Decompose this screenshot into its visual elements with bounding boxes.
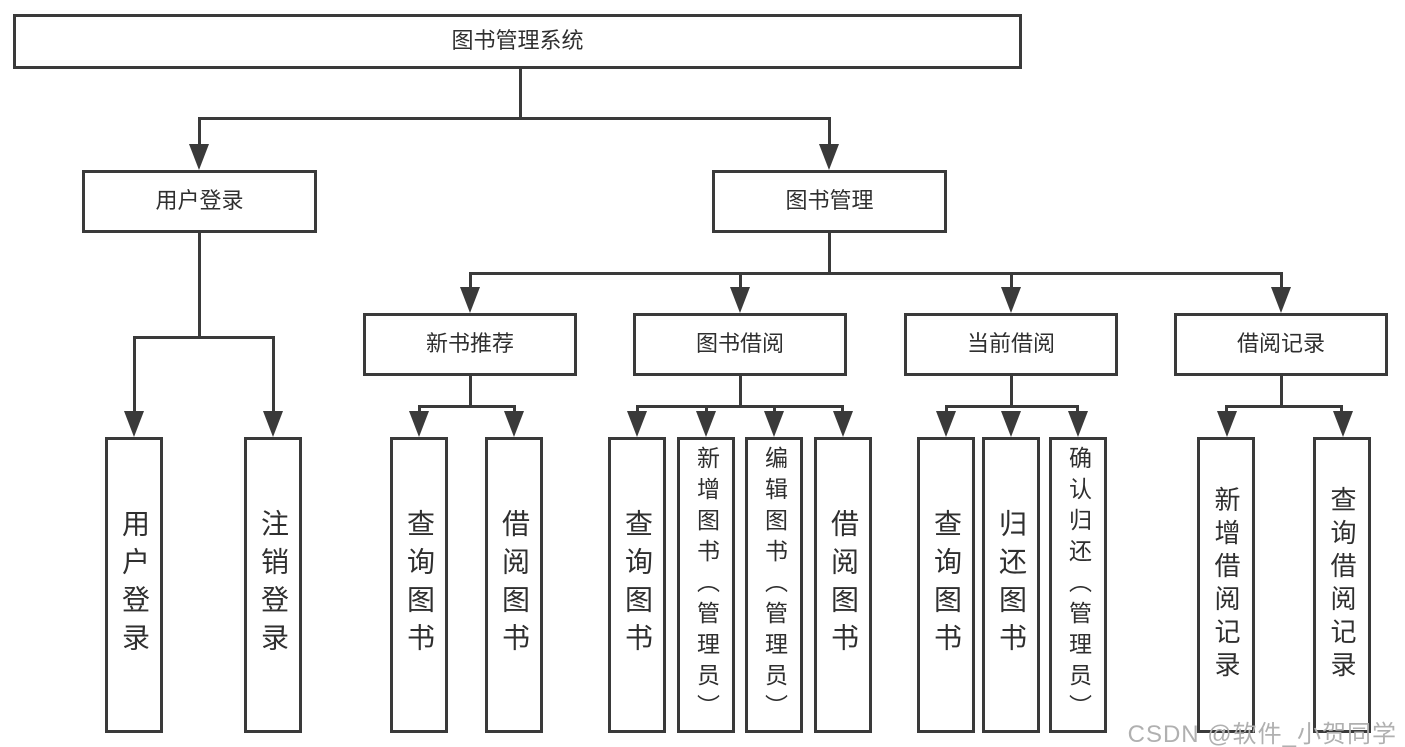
connector-line	[1280, 376, 1283, 408]
leaf-query-borrow-record: 查询借阅记录	[1313, 437, 1371, 733]
leaf-borrow-book-recommend: 借阅图书	[485, 437, 543, 733]
connector-line	[705, 405, 708, 415]
leaf-add-book-admin: 新增图书（管理员）	[677, 437, 735, 733]
connector-line	[418, 405, 515, 408]
leaf-logout: 注销登录	[244, 437, 302, 733]
csdn-watermark: CSDN @软件_小贺同学	[1127, 721, 1397, 747]
arrow-down-icon	[409, 411, 429, 437]
leaf-confirm-return-admin: 确认归还（管理员）	[1049, 437, 1107, 733]
node-current-borrow-label: 当前借阅	[966, 331, 1055, 357]
arrow-down-icon	[263, 411, 283, 437]
arrow-down-icon	[1001, 411, 1021, 437]
connector-line	[469, 272, 1283, 275]
node-user-login-label: 用户登录	[155, 188, 244, 214]
arrow-down-icon	[764, 411, 784, 437]
connector-line	[469, 376, 472, 408]
arrow-down-icon	[460, 287, 480, 313]
leaf-edit-book-admin: 编辑图书（管理员）	[745, 437, 803, 733]
connector-line	[739, 376, 742, 408]
arrow-down-icon	[1333, 411, 1353, 437]
connector-line	[636, 405, 844, 408]
node-book-borrow-label: 图书借阅	[695, 331, 784, 357]
node-new-book-recommend-label: 新书推荐	[425, 331, 514, 357]
connector-line	[469, 272, 472, 290]
connector-line	[519, 68, 522, 120]
node-borrow-records-label: 借阅记录	[1236, 331, 1325, 357]
connector-line	[636, 405, 639, 415]
node-book-borrow: 图书借阅	[633, 313, 847, 376]
arrow-down-icon	[819, 144, 839, 170]
connector-line	[841, 405, 844, 415]
arrow-down-icon	[936, 411, 956, 437]
connector-line	[198, 233, 201, 339]
node-book-management: 图书管理	[712, 170, 947, 233]
node-book-management-label: 图书管理	[785, 188, 874, 214]
leaf-query-book-current: 查询图书	[917, 437, 975, 733]
connector-line	[198, 117, 831, 120]
arrow-down-icon	[1068, 411, 1088, 437]
arrow-down-icon	[124, 411, 144, 437]
arrow-down-icon	[1217, 411, 1237, 437]
connector-line	[1010, 376, 1013, 408]
connector-line	[945, 405, 1079, 408]
node-borrow-records: 借阅记录	[1174, 313, 1388, 376]
node-new-book-recommend: 新书推荐	[363, 313, 577, 376]
connector-line	[133, 336, 136, 414]
connector-line	[418, 405, 421, 415]
connector-line	[133, 336, 275, 339]
leaf-return-book: 归还图书	[982, 437, 1040, 733]
leaf-user-login: 用户登录	[105, 437, 163, 733]
leaf-add-borrow-record: 新增借阅记录	[1197, 437, 1255, 733]
connector-line	[739, 272, 742, 290]
connector-line	[773, 405, 776, 415]
leaf-query-book-borrow: 查询图书	[608, 437, 666, 733]
connector-line	[1010, 272, 1013, 290]
connector-line	[1280, 272, 1283, 290]
node-root-label: 图书管理系统	[451, 28, 584, 54]
connector-line	[513, 405, 516, 415]
node-current-borrow: 当前借阅	[904, 313, 1118, 376]
arrow-down-icon	[730, 287, 750, 313]
leaf-query-book-recommend: 查询图书	[390, 437, 448, 733]
arrow-down-icon	[504, 411, 524, 437]
node-user-login: 用户登录	[82, 170, 317, 233]
connector-line	[1076, 405, 1079, 415]
connector-line	[198, 117, 201, 149]
connector-line	[828, 117, 831, 149]
connector-line	[1225, 405, 1343, 408]
arrow-down-icon	[627, 411, 647, 437]
arrow-down-icon	[189, 144, 209, 170]
connector-line	[828, 233, 831, 275]
connector-line	[272, 336, 275, 414]
connector-line	[1340, 405, 1343, 415]
node-root: 图书管理系统	[13, 14, 1022, 69]
connector-line	[945, 405, 948, 415]
leaf-borrow-book: 借阅图书	[814, 437, 872, 733]
arrow-down-icon	[1271, 287, 1291, 313]
arrow-down-icon	[696, 411, 716, 437]
arrow-down-icon	[833, 411, 853, 437]
connector-line	[1225, 405, 1228, 415]
arrow-down-icon	[1001, 287, 1021, 313]
